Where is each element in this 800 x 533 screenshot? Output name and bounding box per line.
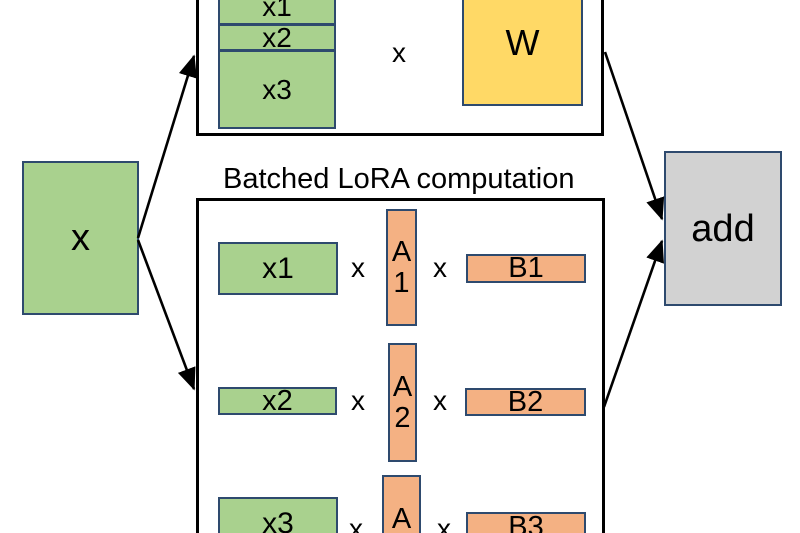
lora-row1-b-matrix-box: B1	[466, 254, 586, 283]
lora-row2-multiply-operator-1: x	[351, 385, 365, 416]
arrow-lora-to-add	[602, 239, 664, 408]
base-input-x1-label: x1	[262, 0, 292, 22]
arrow-input-to-lora	[136, 239, 196, 391]
lora-row3-b-matrix-box: B3	[466, 512, 586, 533]
lora-row3-a-matrix-box: A 3	[382, 475, 421, 533]
base-multiply-operator: x	[392, 37, 406, 68]
input-tensor-box: x	[22, 161, 139, 315]
lora-row3-multiply-operator-2: x	[437, 513, 451, 533]
output-add-box: add	[664, 151, 782, 306]
lora-row2-multiply-operator-2: x	[433, 385, 447, 416]
weight-matrix-label: W	[505, 22, 540, 63]
lora-row3-multiply-operator-1: x	[349, 513, 363, 533]
arrow-input-to-base	[136, 54, 197, 239]
lora-row1-multiply-operator-1: x	[351, 252, 365, 283]
output-add-label: add	[691, 207, 755, 250]
lora-row1-a-matrix-box: A 1	[386, 209, 417, 326]
lora-row3-input-box: x3	[218, 497, 338, 533]
base-input-x3-box: x3	[218, 50, 336, 129]
lora-row1-input-box: x1	[218, 242, 338, 295]
input-tensor-label: x	[71, 217, 90, 259]
weight-matrix-box: W	[462, 0, 583, 106]
lora-caption: Batched LoRA computation	[223, 163, 575, 195]
base-input-x2-box: x2	[218, 21, 336, 53]
lora-row2-b-matrix-box: B2	[465, 387, 586, 416]
base-input-x2-label: x2	[262, 21, 292, 53]
lora-row2-a-matrix-box: A 2	[388, 343, 417, 462]
base-input-x1-box: x1	[218, 0, 336, 25]
arrow-base-to-add	[603, 51, 665, 221]
base-input-x3-label: x3	[262, 73, 292, 105]
lora-row2-input-box: x2	[218, 386, 337, 415]
lora-row1-multiply-operator-2: x	[433, 252, 447, 283]
